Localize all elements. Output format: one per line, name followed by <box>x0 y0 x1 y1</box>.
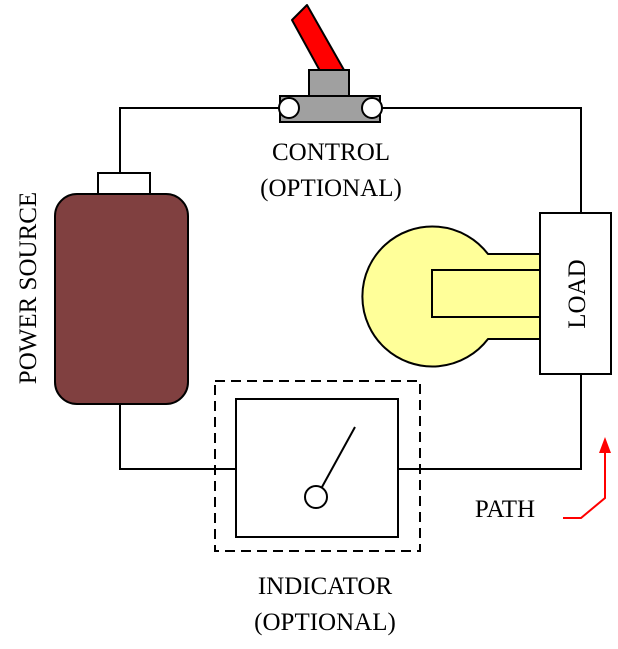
switch-lever <box>291 4 345 81</box>
toggle-switch-icon <box>278 4 383 123</box>
indicator-label: INDICATOR <box>258 573 393 600</box>
control-label: CONTROL <box>272 139 390 166</box>
path-arrow-head <box>599 437 611 453</box>
path-arrow-icon <box>563 437 611 519</box>
bulb-filament <box>431 269 541 318</box>
switch-base-top <box>308 69 350 99</box>
bulb-glass <box>361 225 542 368</box>
meter-pivot <box>304 485 328 509</box>
meter-gauge-icon <box>214 380 421 552</box>
load-label: LOAD <box>564 259 591 328</box>
control-optional-label: (OPTIONAL) <box>260 175 402 202</box>
light-bulb-icon <box>361 212 612 375</box>
load-box <box>539 212 612 375</box>
indicator-optional-label: (OPTIONAL) <box>254 609 396 636</box>
battery-terminal <box>97 172 151 196</box>
meter-box <box>235 398 399 538</box>
path-label: PATH <box>475 496 535 523</box>
battery-body <box>54 193 189 405</box>
switch-terminal-right <box>361 97 383 119</box>
indicator-optional-border <box>214 380 421 552</box>
power-source-label: POWER SOURCE <box>15 192 42 384</box>
circuit-wire <box>119 107 582 470</box>
path-arrow-line <box>563 450 606 519</box>
switch-terminal-left <box>278 97 300 119</box>
battery-icon <box>54 172 189 405</box>
meter-needle <box>321 426 356 488</box>
